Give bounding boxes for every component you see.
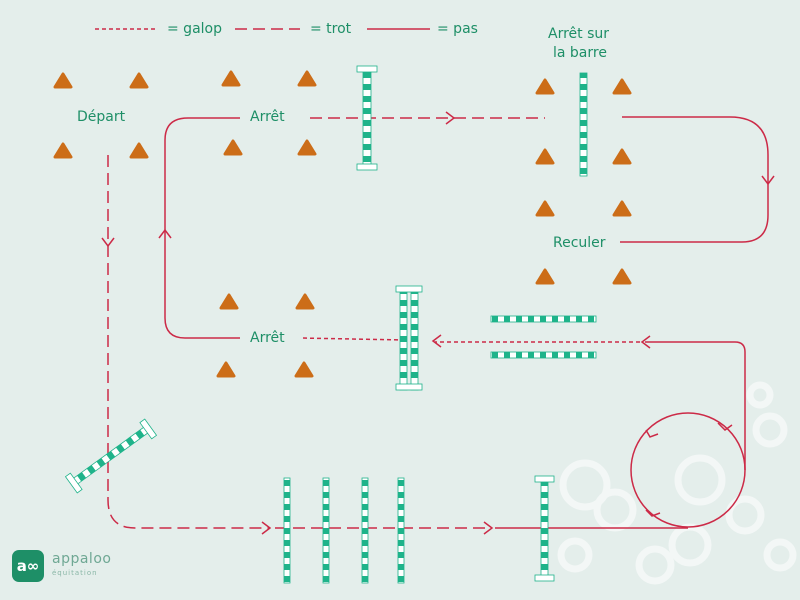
legend: = galop = trot = pas xyxy=(95,21,478,37)
arrow-down-right xyxy=(761,175,775,186)
label-arret-top: Arrêt xyxy=(250,109,285,125)
route xyxy=(107,116,769,529)
pole-ground-1 xyxy=(283,477,291,584)
pole-middle-double xyxy=(395,285,423,391)
route-right-ascent xyxy=(645,341,746,470)
cone xyxy=(129,142,149,159)
arrow-circle-1 xyxy=(645,429,659,438)
logo-mark: a∞ xyxy=(12,550,44,582)
pole-ground-3 xyxy=(361,477,369,584)
arrow-circle-2 xyxy=(717,422,733,431)
cone xyxy=(612,78,632,95)
label-depart: Départ xyxy=(77,109,126,125)
label-reculer: Reculer xyxy=(553,235,606,251)
cone xyxy=(612,268,632,285)
arrow-left-middle-2 xyxy=(431,334,442,348)
poles xyxy=(64,65,597,584)
cone xyxy=(612,200,632,217)
cone xyxy=(297,139,317,156)
cone xyxy=(535,200,555,217)
label-arret-barre-2: la barre xyxy=(553,45,607,61)
logo-name: appaloo xyxy=(52,551,112,567)
pole-bottom-stand xyxy=(534,475,555,582)
cone xyxy=(53,72,73,89)
cone xyxy=(297,70,317,87)
legend-pas-label: = pas xyxy=(437,21,478,37)
pole-ground-2 xyxy=(322,477,330,584)
cone xyxy=(216,361,236,378)
pole-corridor-bottom xyxy=(490,351,597,359)
cone xyxy=(53,142,73,159)
route-volte-circle xyxy=(630,412,746,528)
arrow-right-top xyxy=(445,111,456,125)
cone xyxy=(223,139,243,156)
cone xyxy=(295,293,315,310)
cone xyxy=(535,78,555,95)
cone xyxy=(612,148,632,165)
cone xyxy=(129,72,149,89)
cone xyxy=(219,293,239,310)
cone xyxy=(294,361,314,378)
cone xyxy=(221,70,241,87)
cones xyxy=(53,70,632,378)
pole-top-stand xyxy=(356,65,378,171)
arrow-down-depart xyxy=(101,237,115,248)
route-middle-galop-2 xyxy=(299,337,406,341)
arrow-circle-3 xyxy=(645,509,661,517)
arrow-right-trot-1 xyxy=(261,521,272,535)
cone xyxy=(535,268,555,285)
route-top-right xyxy=(620,116,769,243)
legend-trot-label: = trot xyxy=(310,21,352,37)
watermark-rings xyxy=(557,381,797,585)
arrow-right-trot-2 xyxy=(483,521,494,535)
logo-tagline: équitation xyxy=(52,569,98,577)
arrow-up-left xyxy=(158,228,172,239)
legend-galop-label: = galop xyxy=(167,21,222,37)
label-arret-middle: Arrêt xyxy=(250,330,285,346)
label-arret-barre-1: Arrêt sur xyxy=(548,26,609,42)
pole-corridor-top xyxy=(490,315,597,323)
pole-diagonal xyxy=(64,418,158,494)
pole-arret-barre xyxy=(579,72,588,177)
route-arrows xyxy=(101,111,775,535)
pole-ground-4 xyxy=(397,477,405,584)
arrow-left-middle-1 xyxy=(640,335,651,349)
cone xyxy=(535,148,555,165)
route-depart-descent xyxy=(107,155,270,529)
